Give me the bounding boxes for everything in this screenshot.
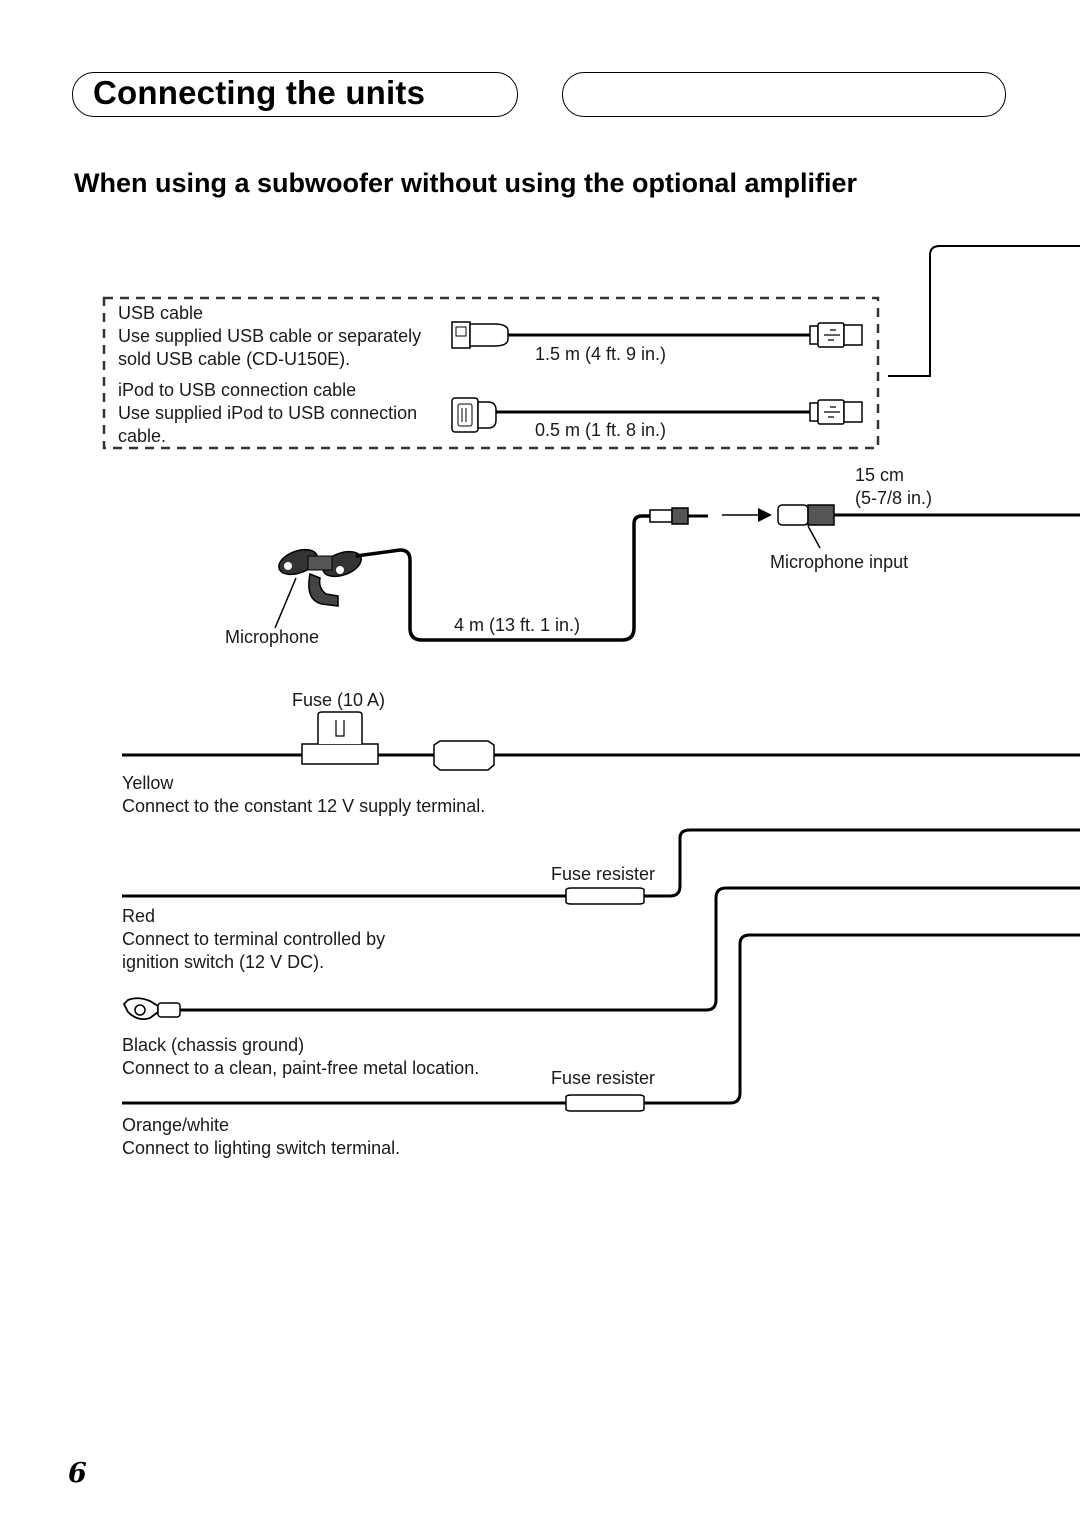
orange-white-wire <box>122 933 1080 1112</box>
black-ground-wire <box>122 886 1080 1021</box>
fuse-label: Fuse (10 A) <box>292 690 386 710</box>
yellow-wire-name: Yellow <box>122 773 174 793</box>
orange-wire-name: Orange/white <box>122 1115 230 1135</box>
yellow-wire <box>122 711 1080 771</box>
ipod-cable-desc-1: Use supplied iPod to USB connection <box>118 403 418 423</box>
page-heading: When using a subwoofer without using the… <box>74 168 857 198</box>
usb-cable-length: 1.5 m (4 ft. 9 in.) <box>535 344 667 364</box>
red-wire-desc-1: Connect to terminal controlled by <box>122 929 386 949</box>
mic-input-length-1: 15 cm <box>855 465 905 485</box>
ipod-cable-length: 0.5 m (1 ft. 8 in.) <box>535 420 667 440</box>
usb-cable-desc-1: Use supplied USB cable or separately <box>118 326 422 346</box>
usb-cable-desc-2: sold USB cable (CD-U150E). <box>118 349 351 369</box>
usb-cable-title: USB cable <box>118 303 204 323</box>
mic-cable-length: 4 m (13 ft. 1 in.) <box>454 615 581 635</box>
fuse-resister-label-1: Fuse resister <box>551 864 656 884</box>
microphone-label: Microphone <box>225 627 320 647</box>
black-wire-name: Black (chassis ground) <box>122 1035 305 1055</box>
head-unit-outline <box>888 245 1080 377</box>
usb-options-box <box>102 296 880 450</box>
mic-input-length-2: (5-7/8 in.) <box>855 488 933 508</box>
section-title-banner: Connecting the units <box>72 72 518 117</box>
usb-cable-illustration <box>451 321 863 349</box>
red-wire-name: Red <box>122 906 156 926</box>
section-title: Connecting the units <box>93 74 426 111</box>
black-wire-desc: Connect to a clean, paint-free metal loc… <box>122 1058 480 1078</box>
ipod-cable-desc-2: cable. <box>118 426 167 446</box>
microphone-input-jack <box>777 504 1080 549</box>
arrow-head <box>758 508 772 522</box>
page-number: 6 <box>68 1458 87 1489</box>
ipod-cable-illustration <box>451 397 863 433</box>
blank-banner <box>562 72 1006 117</box>
yellow-wire-desc: Connect to the constant 12 V supply term… <box>122 796 486 816</box>
microphone-illustration <box>274 507 708 642</box>
ipod-cable-title: iPod to USB connection cable <box>118 380 357 400</box>
fuse-resister-label-2: Fuse resister <box>551 1068 656 1088</box>
orange-wire-desc: Connect to lighting switch terminal. <box>122 1138 401 1158</box>
red-wire <box>122 828 1080 905</box>
mic-input-label: Microphone input <box>770 552 909 572</box>
red-wire-desc-2: ignition switch (12 V DC). <box>122 952 325 972</box>
